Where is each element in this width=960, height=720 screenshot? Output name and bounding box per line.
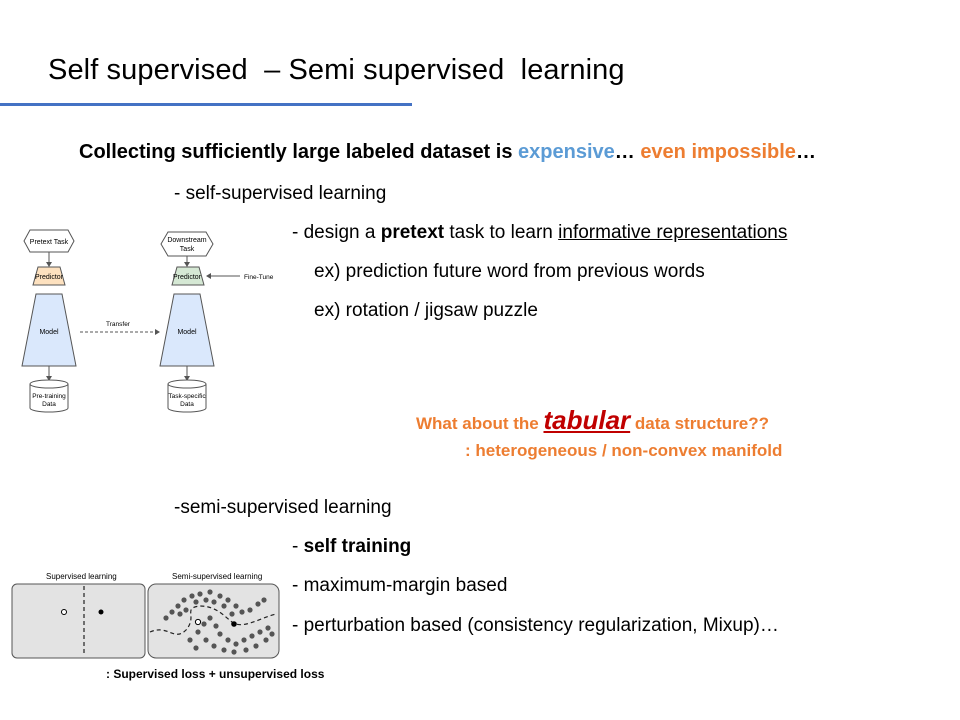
semi-labeled-open: [194, 618, 202, 626]
headline-impossible: even impossible: [640, 141, 796, 163]
pretraining-data-cylinder: [29, 384, 69, 413]
question-suffix: data structure??: [630, 414, 770, 433]
self-training-bold: self training: [303, 536, 412, 557]
unlabeled-points: [163, 589, 275, 655]
supervised-learning-label: Supervised learning: [46, 572, 117, 581]
semi-supervised-heading: -semi-supervised learning: [174, 497, 392, 518]
semi-labeled-filled: [231, 621, 237, 627]
design-pretext-line: - design a pretext task to learn informa…: [292, 222, 787, 244]
headline-suffix: …: [795, 141, 816, 163]
self-supervised-diagram: Pretext Task Predictor Model Pre-trainin…: [21, 229, 274, 413]
labeled-point-filled: [98, 609, 104, 615]
pretext-word: pretext: [380, 222, 445, 243]
pretraining-data-label-2: Data: [42, 401, 56, 408]
design-middle: task to learn: [444, 222, 559, 243]
transfer-label: Transfer: [106, 321, 131, 328]
semi-supervised-learning-label: Semi-supervised learning: [172, 572, 262, 581]
pretraining-data-label-1: Pre-training: [32, 393, 66, 400]
tabular-word: tabular: [543, 405, 631, 435]
self-supervised-heading: - self-supervised learning: [174, 183, 387, 204]
fine-tune-label: Fine-Tune: [244, 274, 274, 281]
headline-ellipsis: …: [614, 141, 641, 163]
design-prefix: - design a: [292, 222, 381, 243]
pretext-task-hexagon: [23, 229, 75, 253]
informative-representations: informative representations: [558, 222, 788, 243]
task-specific-data-label-1: Task-specific: [168, 393, 206, 400]
model-box-left: [21, 293, 77, 367]
predictor-box-right: [171, 266, 205, 286]
question-prefix: What about the: [416, 414, 544, 433]
semi-supervised-diagram: Supervised learning Semi-supervised lear…: [11, 572, 280, 659]
model-label-right: Model: [177, 329, 197, 336]
example-prediction: ex) prediction future word from previous…: [314, 261, 705, 282]
headline-prefix: Collecting sufficiently large labeled da…: [79, 141, 519, 163]
task-specific-data-cylinder: [167, 384, 207, 413]
loss-caption: : Supervised loss + unsupervised loss: [106, 667, 325, 681]
tabular-question: What about the tabular data structure??: [416, 405, 769, 436]
headline-expensive: expensive: [518, 141, 615, 163]
slide-title: Self supervised – Semi supervised learni…: [48, 54, 625, 86]
self-training-item: - self training: [292, 536, 411, 558]
title-underline: [0, 103, 412, 106]
predictor-box-left: [32, 266, 66, 286]
self-training-prefix: -: [292, 536, 304, 557]
pretext-task-label: Pretext Task: [30, 239, 69, 246]
task-specific-data-label-2: Data: [180, 401, 194, 408]
predictor-label-right: Predictor: [173, 274, 202, 281]
model-box-right: [159, 293, 215, 367]
predictor-label-left: Predictor: [35, 274, 64, 281]
maximum-margin-item: - maximum-margin based: [292, 575, 508, 596]
headline: Collecting sufficiently large labeled da…: [79, 141, 816, 164]
model-label-left: Model: [39, 329, 59, 336]
perturbation-item: - perturbation based (consistency regula…: [292, 615, 779, 636]
labeled-point-open: [61, 609, 67, 615]
downstream-task-hexagon: [160, 231, 214, 257]
example-rotation: ex) rotation / jigsaw puzzle: [314, 300, 538, 321]
supervised-panel: [11, 583, 146, 659]
downstream-task-label-2: Task: [180, 246, 195, 253]
heterogeneous-line: : heterogeneous / non-convex manifold: [465, 441, 783, 460]
downstream-task-label-1: Downstream: [167, 237, 206, 244]
